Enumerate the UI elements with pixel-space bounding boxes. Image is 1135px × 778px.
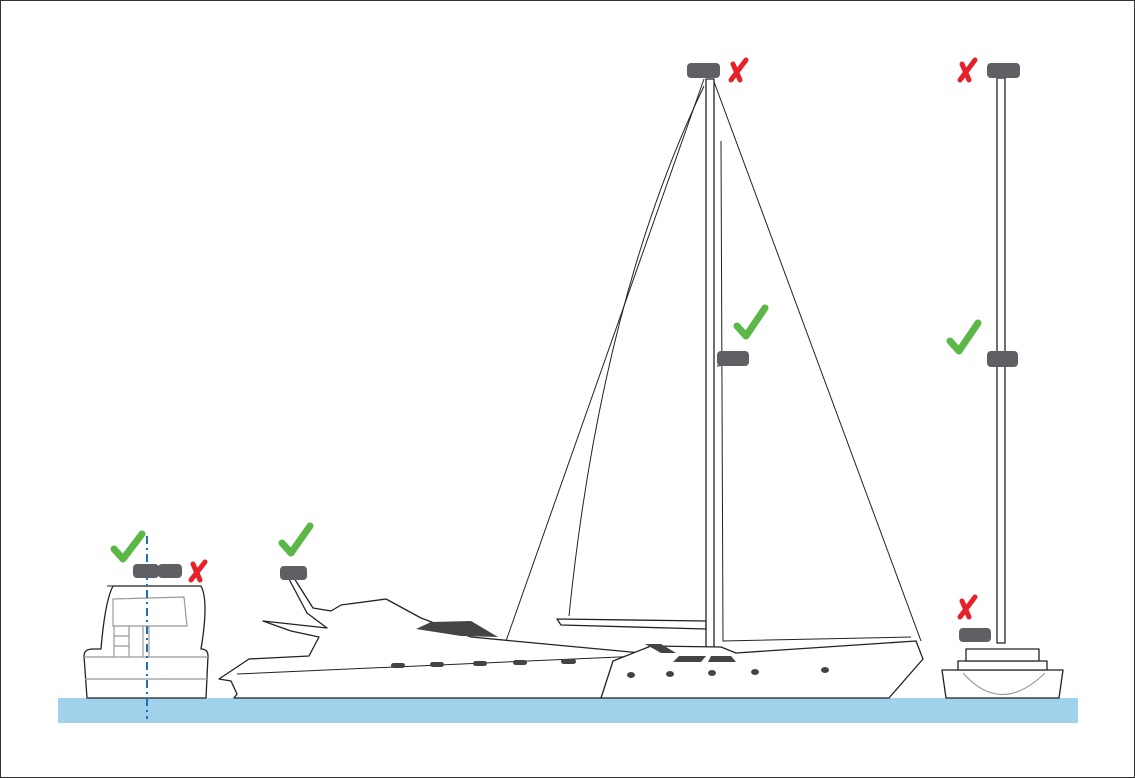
cross-mark-icon [957,57,978,83]
check-mark-icon [946,319,982,355]
dome-sensor-icon [717,351,749,366]
water [58,698,1078,723]
motor-yacht [218,577,642,699]
cross-mark-icon [728,57,749,83]
check-mark-icon [110,530,146,563]
dome-sensor-icon [133,564,159,578]
check-mark-icon [733,304,769,340]
sailboat [505,78,924,699]
dome-sensor-icon [987,351,1018,367]
dome-sensor-icon [959,628,991,642]
dome-sensor-icon [158,564,182,578]
cross-mark-icon [188,559,208,583]
dome-sensor-icon [280,566,307,580]
dome-sensor-icon [987,63,1020,78]
sailboat-rear-view [941,77,1064,699]
check-mark-icon [278,522,314,557]
cross-mark-icon [957,594,978,620]
dome-sensor-icon [687,63,720,78]
dome-sensors [133,63,1020,642]
